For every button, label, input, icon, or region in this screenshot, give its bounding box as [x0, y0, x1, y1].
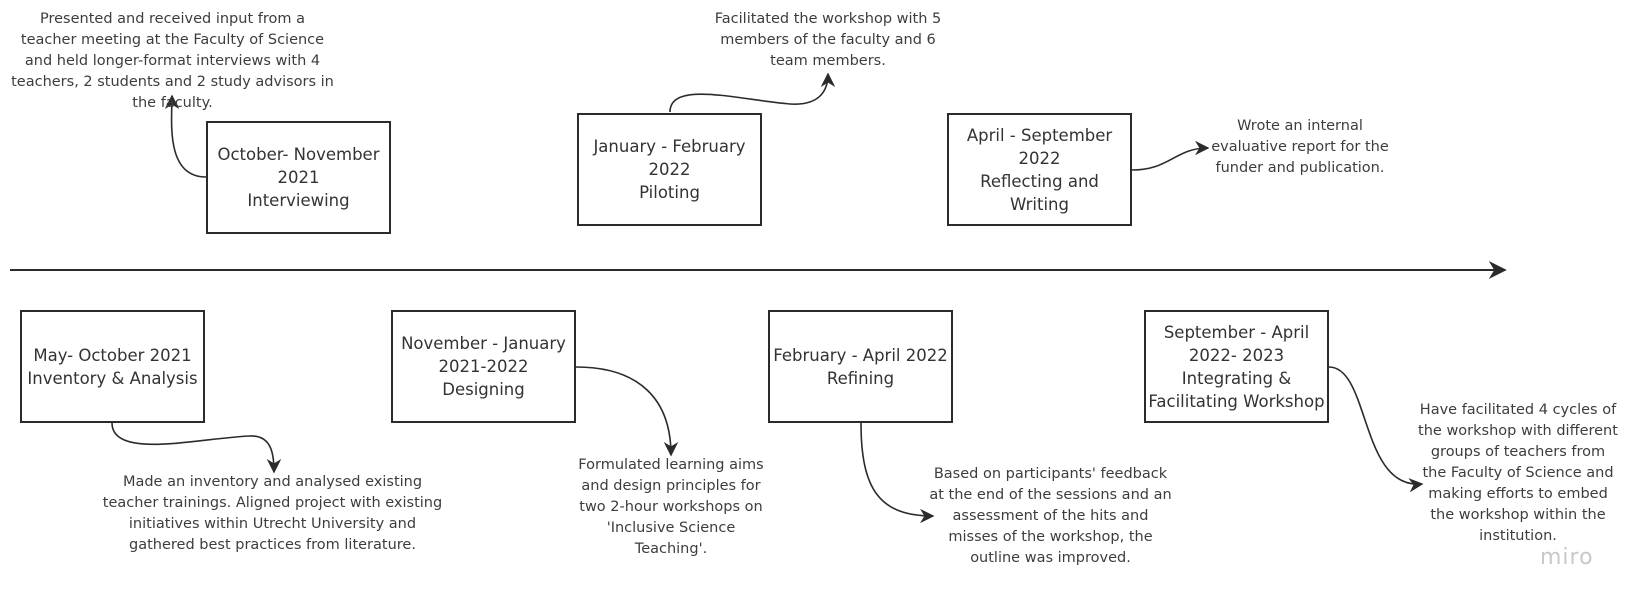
phase-box-line: Inventory & Analysis — [27, 368, 198, 388]
connector-designing — [575, 366, 679, 457]
connector-reflecting — [1131, 140, 1210, 171]
phase-box-line: 2021-2022 — [438, 357, 529, 376]
phase-box-line: 2022 — [648, 160, 691, 179]
note-reflecting: Wrote an internal evaluative report for … — [1211, 118, 1389, 176]
note-refining: Based on participants' feedback at the e… — [929, 466, 1172, 566]
connector-piloting — [669, 72, 836, 113]
phase-box-line: Integrating & — [1181, 368, 1292, 388]
phase-box-line: February - April 2022 — [773, 345, 948, 365]
note-inventory: Made an inventory and analysed existing … — [102, 474, 443, 553]
phase-box-line: 2021 — [277, 168, 320, 187]
phase-box-line: Reflecting and Writing — [980, 171, 1099, 214]
phase-box-line: April - September — [966, 125, 1113, 145]
phase-box-line: November - January — [401, 334, 566, 353]
connector-inventory — [111, 422, 282, 474]
phase-box-interviewing[interactable]: October- November 2021 Interviewing — [206, 121, 391, 234]
phase-box-inventory[interactable]: May- October 2021 Inventory & Analysis — [20, 310, 205, 423]
phase-box-designing[interactable]: November - January 2021-2022 Designing — [391, 310, 576, 423]
note-integrating: Have facilitated 4 cycles of the worksho… — [1418, 402, 1618, 544]
phase-box-line: Interviewing — [247, 191, 350, 210]
phase-box-integrating[interactable]: September - April 2022- 2023 Integrating… — [1144, 310, 1329, 423]
connector-integrating — [1328, 366, 1424, 493]
phase-box-line: Facilitating Workshop — [1148, 391, 1325, 411]
phase-box-line: Designing — [442, 380, 525, 399]
phase-box-line: May- October 2021 — [33, 345, 192, 365]
phase-box-line: January - February — [593, 137, 746, 156]
connector-refining — [860, 422, 935, 524]
phase-box-reflecting[interactable]: April - September 2022 Reflecting and Wr… — [947, 113, 1132, 226]
connector-interviewing — [164, 94, 207, 178]
phase-box-line: 2022 — [1018, 148, 1061, 168]
miro-watermark: miro — [1540, 545, 1594, 570]
phase-box-piloting[interactable]: January - February 2022 Piloting — [577, 113, 762, 226]
phase-box-line: Refining — [826, 368, 895, 388]
phase-box-line: 2022- 2023 — [1188, 345, 1285, 365]
phase-box-refining[interactable]: February - April 2022 Refining — [768, 310, 953, 423]
note-designing: Formulated learning aims and design prin… — [578, 457, 764, 557]
phase-box-line: September - April — [1163, 322, 1310, 342]
phase-box-line: Piloting — [639, 183, 700, 202]
note-piloting: Facilitated the workshop with 5 members … — [714, 11, 942, 69]
note-interviewing: Presented and received input from a teac… — [11, 11, 334, 111]
phase-box-line: October- November — [217, 145, 380, 164]
